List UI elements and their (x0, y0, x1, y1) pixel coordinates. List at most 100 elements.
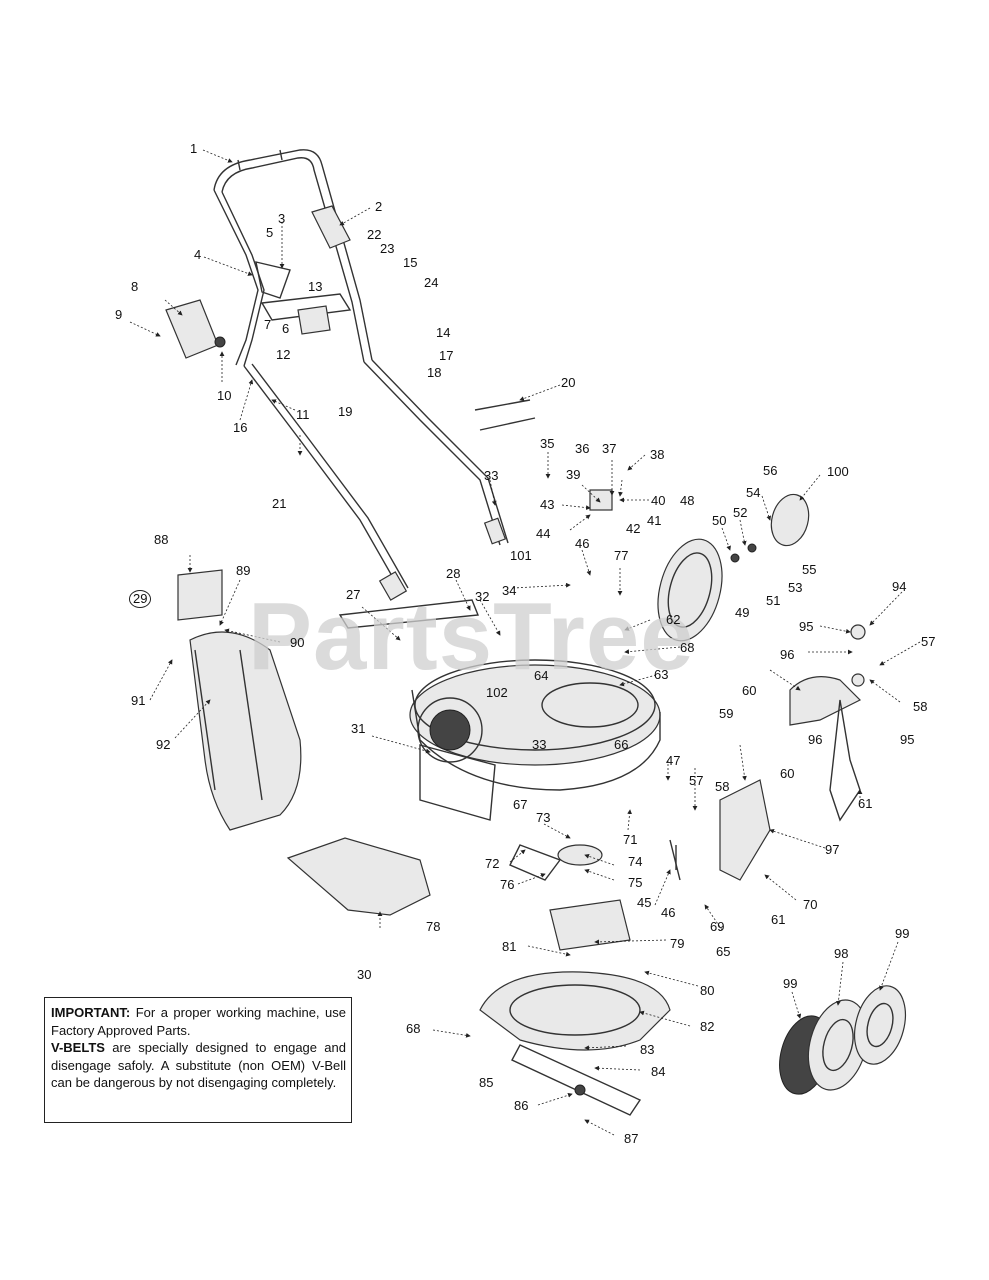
part-label: 16 (233, 420, 248, 435)
part-label: 73 (536, 810, 551, 825)
lower-handle (243, 359, 509, 601)
important-heading: IMPORTANT: (51, 1005, 131, 1020)
part-label: 13 (308, 279, 323, 294)
part-label: 76 (500, 877, 515, 892)
part-label: 40 (651, 493, 666, 508)
part-label: 6 (282, 321, 290, 336)
part-label: 102 (486, 685, 508, 700)
part-label: 37 (602, 441, 617, 456)
part-label: 78 (426, 919, 441, 934)
part-label: 24 (424, 275, 439, 290)
part-label: 63 (654, 667, 669, 682)
part-label: 88 (154, 532, 169, 547)
vbelts-text: are specially designed to engage and dis… (51, 1040, 346, 1090)
part-label: 56 (763, 463, 778, 478)
part-label: 60 (742, 683, 757, 698)
part-label: 36 (575, 441, 590, 456)
part-label: 48 (680, 493, 695, 508)
important-text: For a proper working machine, use Factor… (51, 1005, 346, 1038)
part-label: 3 (278, 211, 286, 226)
part-label: 55 (802, 562, 817, 577)
part-label: 65 (716, 944, 731, 959)
part-label: 39 (566, 467, 581, 482)
part-label: 46 (661, 905, 676, 920)
part-label: 58 (715, 779, 730, 794)
part-label: 44 (536, 526, 551, 541)
part-label: 98 (834, 946, 849, 961)
part-label: 86 (514, 1098, 529, 1113)
part-label: 79 (670, 936, 685, 951)
part-label: 46 (575, 536, 590, 551)
part-label: 34 (502, 583, 517, 598)
part-label: 2 (375, 199, 383, 214)
part-label: 28 (446, 566, 461, 581)
part-label: 38 (650, 447, 665, 462)
part-label: 69 (710, 919, 725, 934)
part-label: 21 (272, 496, 287, 511)
part-label: 57 (689, 773, 704, 788)
part-label: 100 (827, 464, 849, 479)
part-label: 58 (913, 699, 928, 714)
part-label: 57 (921, 634, 936, 649)
part-label: 22 (367, 227, 382, 242)
part-label: 70 (803, 897, 818, 912)
part-label: 85 (479, 1075, 494, 1090)
part-label: 18 (427, 365, 442, 380)
part-label: 99 (895, 926, 910, 941)
part-label: 45 (637, 895, 652, 910)
grass-bag (177, 569, 302, 831)
part-label: 95 (900, 732, 915, 747)
drive-assembly (509, 839, 681, 951)
part-label: 83 (640, 1042, 655, 1057)
part-label: 92 (156, 737, 171, 752)
part-label: 61 (771, 912, 786, 927)
part-label: 52 (733, 505, 748, 520)
part-label: 4 (194, 247, 202, 262)
small-parts (589, 489, 866, 870)
part-label: 27 (346, 587, 361, 602)
blade-housing (479, 971, 671, 1116)
part-label: 14 (436, 325, 451, 340)
part-label: 96 (808, 732, 823, 747)
part-label: 30 (357, 967, 372, 982)
part-label: 94 (892, 579, 907, 594)
part-label: 50 (712, 513, 727, 528)
part-label: 67 (513, 797, 528, 812)
part-label: 43 (540, 497, 555, 512)
part-label: 33 (532, 737, 547, 752)
part-label: 72 (485, 856, 500, 871)
part-label: 1 (190, 141, 198, 156)
part-label: 33 (484, 468, 499, 483)
part-label: 54 (746, 485, 761, 500)
part-label: 68 (406, 1021, 421, 1036)
part-label: 11 (296, 407, 310, 422)
part-label: 47 (666, 753, 681, 768)
part-label: 74 (628, 854, 643, 869)
part-label: 5 (266, 225, 274, 240)
part-label: 90 (290, 635, 305, 650)
control-cable (474, 399, 536, 431)
part-label: 71 (623, 832, 638, 847)
part-label: 68 (680, 640, 695, 655)
rear-handle-bar (338, 599, 496, 821)
upper-handle (213, 149, 373, 367)
part-label: 20 (561, 375, 576, 390)
part-label: 77 (614, 548, 629, 563)
part-label: 62 (666, 612, 681, 627)
part-label: 95 (799, 619, 814, 634)
part-label: 89 (236, 563, 251, 578)
vbelts-heading: V-BELTS (51, 1040, 105, 1055)
control-bracket (165, 261, 331, 359)
part-label: 32 (475, 589, 490, 604)
part-label: 19 (338, 404, 353, 419)
part-label: 12 (276, 347, 291, 362)
rear-baffle (286, 837, 431, 916)
part-label: 41 (647, 513, 662, 528)
part-label: 75 (628, 875, 643, 890)
part-label: 49 (735, 605, 750, 620)
part-label: 61 (858, 796, 873, 811)
part-label: 81 (502, 939, 517, 954)
part-label: 31 (351, 721, 366, 736)
part-label: 59 (719, 706, 734, 721)
